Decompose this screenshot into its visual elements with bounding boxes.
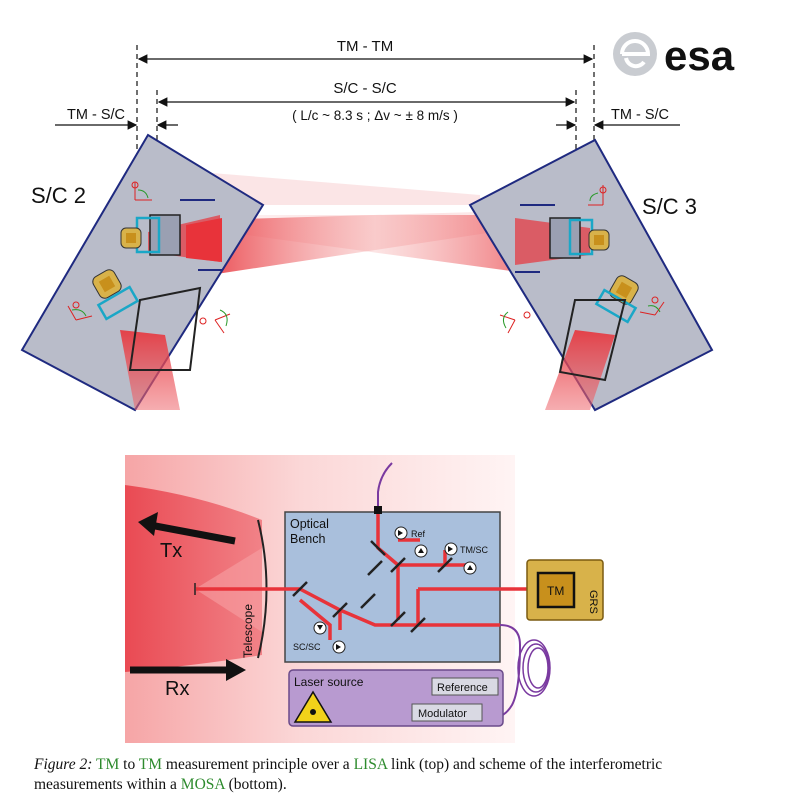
laser-source-label: Laser source [294, 675, 364, 689]
esa-logo: esa [613, 32, 735, 79]
figure-caption: Figure 2: TM to TM measurement principle… [34, 755, 754, 795]
caption-tm-1: TM [96, 756, 120, 773]
link-formula: ( L/c ~ 8.3 s ; Δv ~ ± 8 m/s ) [292, 108, 458, 123]
laser-beams-top [175, 170, 540, 275]
caption-figure-label: Figure 2: [34, 756, 93, 773]
spacecraft-3 [468, 138, 714, 412]
tm-box-label: TM [547, 584, 564, 598]
reference-label: Reference [437, 682, 488, 694]
sc3-label: S/C 3 [642, 194, 697, 219]
tx-label: Tx [160, 540, 182, 562]
caption-lisa: LISA [353, 756, 388, 773]
spacecraft-2 [20, 133, 265, 412]
ref-label: Ref [411, 529, 426, 539]
mosa-scheme [125, 455, 604, 743]
esa-logo-text: esa [664, 32, 735, 79]
caption-text-2: to [119, 756, 139, 773]
rx-label: Rx [165, 678, 189, 700]
caption-text-6: link (top) and scheme of the interferome… [34, 756, 663, 793]
modulator-label: Modulator [418, 708, 467, 720]
caption-tm-2: TM [138, 756, 163, 773]
optical-bench-label-2: Bench [290, 532, 325, 546]
tm-tm-label: TM - TM [337, 38, 393, 55]
optical-bench-label: Optical [290, 517, 329, 531]
caption-mosa: MOSA [180, 776, 225, 793]
caption-text-4: measurement principle over a [162, 756, 354, 773]
sc-sc-bench-label: SC/SC [293, 642, 321, 652]
tm-sc-bench-label: TM/SC [460, 545, 488, 555]
grs-label: GRS [587, 590, 599, 614]
tm-sc-left-label: TM - S/C [67, 107, 125, 123]
tm-sc-right-label: TM - S/C [611, 107, 669, 123]
caption-text-8: (bottom). [224, 776, 287, 793]
photodiodes [313, 526, 477, 654]
telescope-label: Telescope [241, 604, 255, 658]
sc2-label: S/C 2 [31, 183, 86, 208]
sc-sc-label: S/C - S/C [333, 80, 397, 97]
